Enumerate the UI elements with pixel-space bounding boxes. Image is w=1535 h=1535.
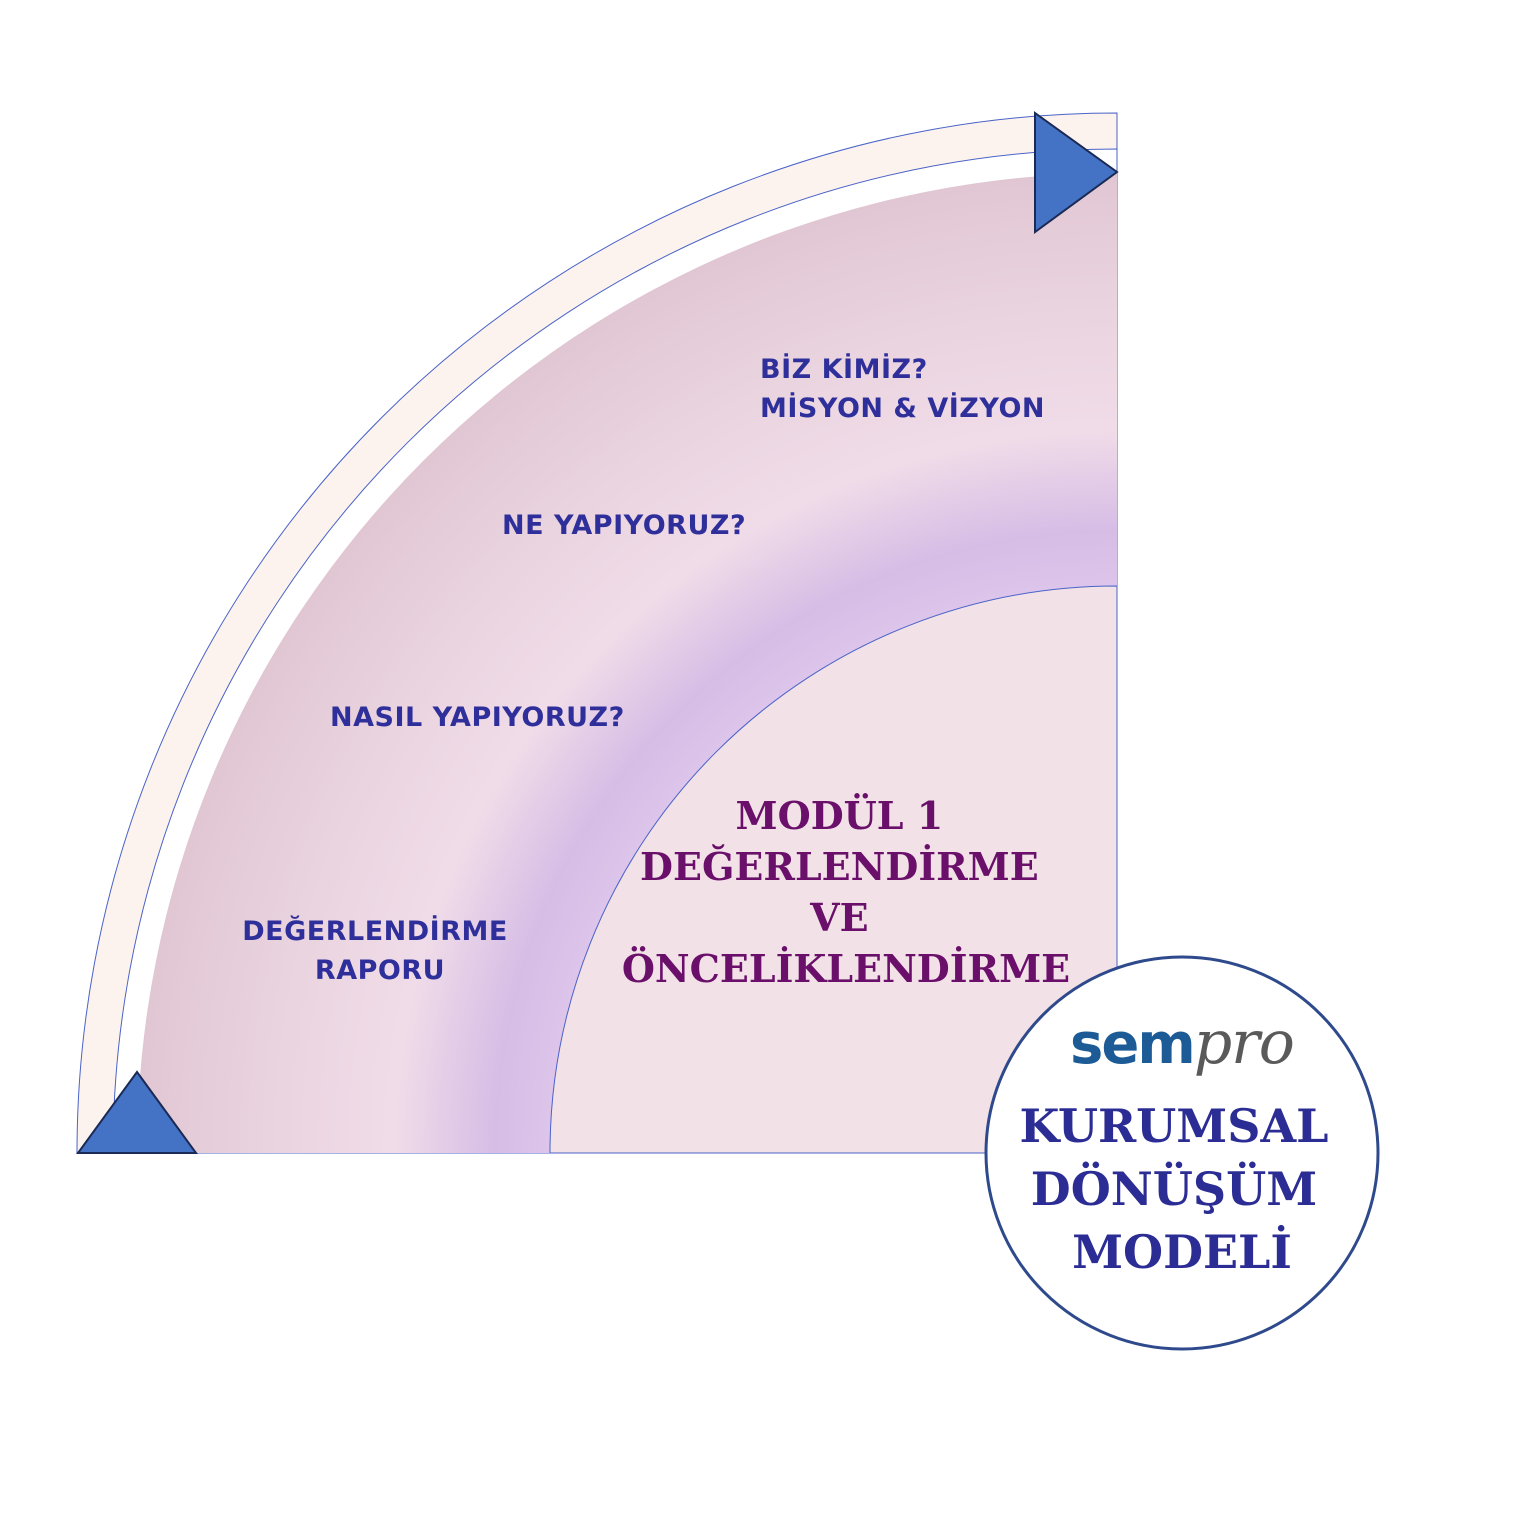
arrow-up-icon: [76, 1070, 198, 1154]
label-what-we-do: NE YAPIYORUZ?: [502, 510, 746, 541]
badge-title: KURUMSAL DÖNÜŞÜM MODELİ: [1020, 1099, 1345, 1279]
badge-circle: [984, 955, 1380, 1351]
module-quarter: [549, 585, 1118, 1154]
label-assessment-report: DEĞERLENDİRME RAPORU: [242, 915, 517, 986]
module-title: MODÜL 1 DEĞERLENDİRME VE ÖNCELİKLENDİRME: [622, 793, 1070, 991]
label-how-we-do: NASIL YAPIYORUZ?: [330, 702, 625, 733]
arrow-right-icon: [1034, 111, 1119, 234]
label-who-we-are: BİZ KİMİZ? MİSYON & VİZYON: [760, 353, 1045, 424]
sempro-badge: sempro KURUMSAL DÖNÜŞÜM MODELİ: [984, 955, 1380, 1351]
sempro-logo: sempro: [1070, 1008, 1294, 1078]
